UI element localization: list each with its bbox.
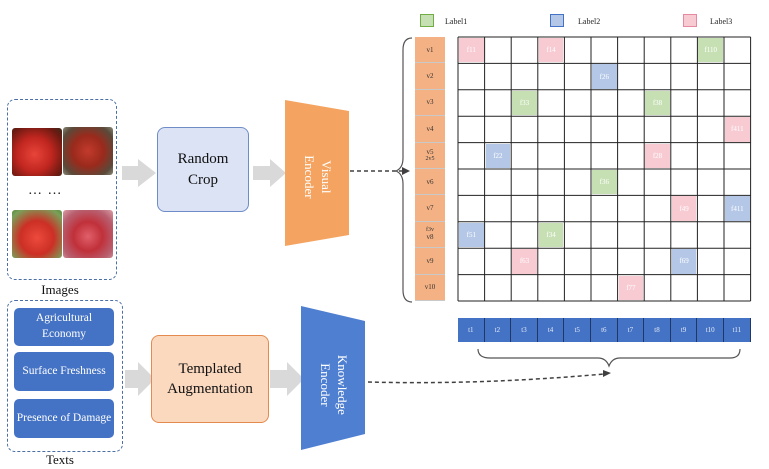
t-label-t2: t2 bbox=[484, 318, 512, 342]
t-label-t10: t10 bbox=[697, 318, 724, 342]
matrix-cell-f34: f34 bbox=[538, 222, 564, 248]
arrow-texts-to-template bbox=[125, 362, 155, 396]
v-label-v4: v4 bbox=[415, 116, 445, 143]
v-label-v9: v9 bbox=[415, 248, 445, 275]
legend-swatch-label1 bbox=[420, 14, 434, 27]
matrix-cell-f110: f110 bbox=[698, 38, 723, 63]
matrix-cell-f22: f22 bbox=[485, 143, 511, 168]
apple-image-3 bbox=[12, 210, 62, 258]
t-label-t3: t3 bbox=[511, 318, 538, 342]
legend-label1: Label1 bbox=[445, 17, 468, 26]
v-label-v1: v1 bbox=[415, 37, 445, 64]
v-label-v2: v2 bbox=[415, 63, 445, 90]
images-caption: Images bbox=[41, 282, 79, 297]
templated-augmentation-box: Templated Augmentation bbox=[151, 335, 269, 423]
t-row-brace bbox=[477, 348, 741, 368]
matrix-cell-f49: f49 bbox=[671, 196, 697, 221]
matrix-cell-f69: f69 bbox=[671, 249, 697, 274]
v-extra-label: f3v bbox=[426, 227, 434, 234]
v-label-v6: v6 bbox=[415, 169, 445, 196]
t-label-t7: t7 bbox=[617, 318, 645, 342]
matrix-cell-f14: f14 bbox=[538, 38, 564, 63]
t-label-t8: t8 bbox=[644, 318, 671, 342]
v-label-v3: v3 bbox=[415, 89, 445, 117]
apple-image-2 bbox=[63, 127, 113, 175]
matrix-cell-f411: f411 bbox=[725, 117, 750, 142]
text-item-agricultural-economy: Agricultural Economy bbox=[14, 308, 114, 346]
arrow-crop-to-visual bbox=[253, 159, 286, 187]
apple-image-4 bbox=[63, 210, 113, 258]
images-ellipsis: … … bbox=[28, 183, 63, 198]
matrix-cell-f28: f28 bbox=[645, 143, 670, 168]
t-label-t1: t1 bbox=[458, 318, 485, 342]
matrix-cell-f411: f411 bbox=[725, 196, 750, 221]
t-label-t9: t9 bbox=[670, 318, 698, 342]
matrix-cell-f38: f38 bbox=[645, 90, 670, 116]
v-label-v7: v7 bbox=[415, 195, 445, 222]
knowledge-encoder-shape bbox=[301, 306, 365, 450]
images-group bbox=[7, 99, 117, 280]
t-label-t11: t11 bbox=[724, 318, 751, 342]
random-crop-box: Random Crop bbox=[157, 127, 249, 212]
apple-image-1 bbox=[12, 128, 62, 176]
matrix-cell-f77: f77 bbox=[618, 275, 644, 300]
matrix-cell-f33: f33 bbox=[512, 90, 537, 116]
matrix-cell-f36: f36 bbox=[592, 170, 617, 195]
v-extra-label: 2v5 bbox=[425, 156, 435, 163]
text-item-surface-freshness: Surface Freshness bbox=[14, 352, 114, 391]
t-label-t4: t4 bbox=[537, 318, 565, 342]
matrix-cell-f51: f51 bbox=[459, 222, 484, 248]
dashed-arrow-knowledge-to-t bbox=[367, 373, 605, 384]
arrow-images-to-crop bbox=[122, 159, 156, 187]
visual-encoder-shape bbox=[285, 100, 349, 246]
t-label-t5: t5 bbox=[564, 318, 591, 342]
v-column-brace bbox=[394, 37, 413, 303]
matrix-cell-f63: f63 bbox=[512, 249, 537, 274]
t-label-t6: t6 bbox=[591, 318, 618, 342]
dashed-arrow-knowledge-head bbox=[603, 370, 611, 377]
text-item-presence-of-damage: Presence of Damage bbox=[14, 399, 114, 438]
legend-swatch-label3 bbox=[683, 14, 697, 27]
v-label-v10: v10 bbox=[415, 274, 445, 301]
legend-label2: Label2 bbox=[578, 17, 601, 26]
dashed-arrow-visual-head bbox=[402, 167, 410, 175]
texts-caption: Texts bbox=[46, 452, 74, 467]
matrix-cell-f11: f11 bbox=[459, 38, 484, 63]
legend-label3: Label3 bbox=[710, 17, 733, 26]
matrix-cell-f26: f26 bbox=[592, 64, 617, 89]
legend-swatch-label2 bbox=[550, 14, 564, 27]
arrow-template-to-knowledge bbox=[270, 362, 304, 396]
texts-group bbox=[7, 300, 123, 452]
